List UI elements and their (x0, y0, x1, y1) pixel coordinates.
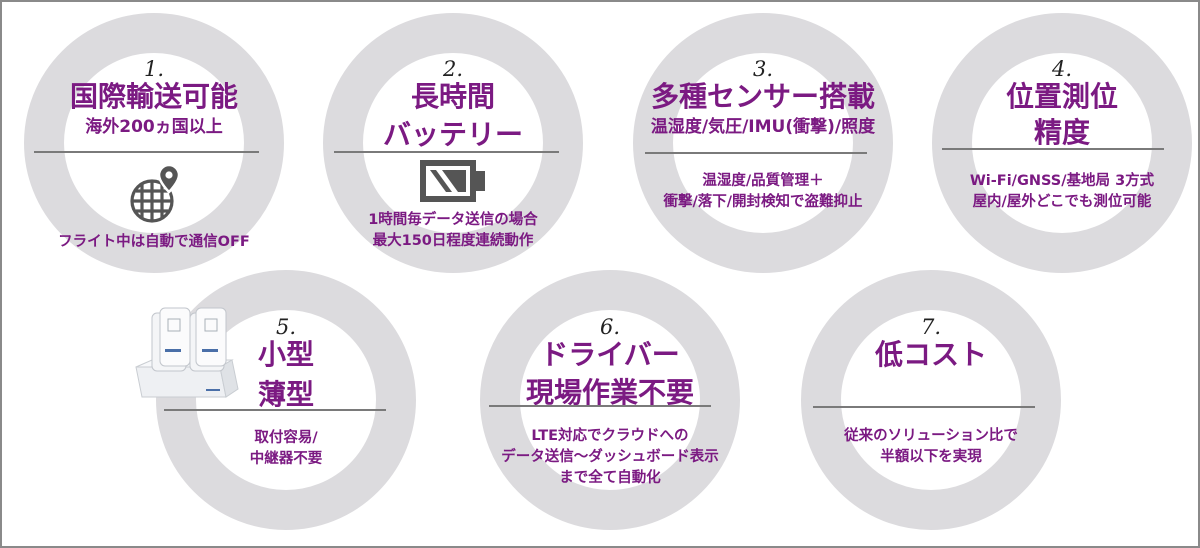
feature-description-1: フライト中は自動で通信OFF (4, 232, 304, 253)
description-line: 屋内/屋外どこでも測位可能 (972, 194, 1152, 210)
feature-card-5: 5. 小型 薄型 (156, 316, 416, 412)
description-line: 取付容易/ (254, 430, 318, 446)
tracker-device-image (135, 307, 239, 398)
feature-ring-3 (633, 13, 893, 273)
feature-title: 多種センサー搭載 (650, 80, 875, 113)
feature-number: 2. (442, 57, 464, 81)
feature-number: 4. (1051, 57, 1073, 81)
feature-subtitle: 温湿度/気圧/IMU(衝撃)/照度 (650, 117, 876, 137)
feature-title-line2: バッテリー (382, 118, 523, 151)
feature-title: 国際輸送可能 (69, 80, 238, 113)
description-line: LTE対応でクラウドへの (531, 428, 689, 444)
description-line: データ送信～ダッシュボード表示 (501, 449, 719, 465)
feature-divider-5 (164, 409, 386, 411)
feature-description-6: LTE対応でクラウドへの データ送信～ダッシュボード表示 まで全て自動化 (460, 426, 760, 489)
feature-divider-3 (645, 152, 867, 154)
feature-divider-7 (813, 406, 1035, 408)
battery-icon (420, 160, 485, 202)
feature-card-1: 1. 国際輸送可能 海外200ヵ国以上 (24, 58, 284, 139)
feature-card-4: 4. 位置測位 精度 (932, 58, 1192, 150)
feature-card-3: 3. 多種センサー搭載 温湿度/気圧/IMU(衝撃)/照度 (633, 58, 893, 139)
description-line: まで全て自動化 (559, 470, 661, 486)
feature-number: 3. (752, 57, 774, 81)
feature-divider-4 (942, 148, 1164, 150)
feature-number: 7. (920, 315, 942, 339)
feature-description-5: 取付容易/ 中継器不要 (136, 428, 436, 470)
feature-number: 5. (275, 315, 297, 339)
description-line: 衝撃/落下/開封検知で盗難抑止 (663, 194, 863, 210)
feature-description-2: 1時間毎データ送信の場合 最大150日程度連続動作 (303, 210, 603, 252)
feature-card-6: 6. ドライバー 現場作業不要 (480, 316, 740, 410)
feature-divider-6 (489, 405, 711, 407)
feature-number: 6. (599, 315, 621, 339)
description-line: 温湿度/品質管理＋ (702, 173, 824, 189)
feature-title: 長時間 (410, 80, 495, 113)
feature-title: ドライバー (540, 338, 680, 371)
feature-title: 位置測位 (1005, 80, 1118, 113)
feature-card-7: 7. 低コスト (801, 316, 1061, 372)
feature-card-2: 2. 長時間 バッテリー (323, 58, 583, 152)
feature-description-3: 温湿度/品質管理＋ 衝撃/落下/開封検知で盗難抑止 (613, 171, 913, 213)
feature-title-line2: 薄型 (257, 378, 314, 411)
description-line: 1時間毎データ送信の場合 (368, 212, 538, 228)
feature-title: 小型 (257, 338, 314, 371)
description-line: 半額以下を実現 (880, 449, 982, 465)
feature-description-4: Wi-Fi/GNSS/基地局 3方式 屋内/屋外どこでも測位可能 (912, 171, 1200, 213)
feature-divider-2 (334, 151, 559, 153)
feature-title-line2: 現場作業不要 (525, 376, 694, 409)
feature-ring-7 (801, 270, 1061, 530)
feature-ring-6 (480, 270, 740, 530)
description-line: 最大150日程度連続動作 (372, 233, 534, 249)
description-line: 中継器不要 (249, 451, 323, 467)
feature-title: 低コスト (874, 338, 987, 371)
description-line: Wi-Fi/GNSS/基地局 3方式 (969, 173, 1155, 189)
feature-subtitle: 海外200ヵ国以上 (85, 117, 223, 137)
globe-location-icon (130, 163, 181, 223)
feature-title-line2: 精度 (1033, 116, 1090, 149)
description-line: フライト中は自動で通信OFF (58, 234, 250, 250)
feature-divider-1 (34, 151, 259, 153)
feature-number: 1. (143, 57, 165, 81)
description-line: 従来のソリューション比で (844, 428, 1018, 444)
feature-description-7: 従来のソリューション比で 半額以下を実現 (781, 426, 1081, 468)
